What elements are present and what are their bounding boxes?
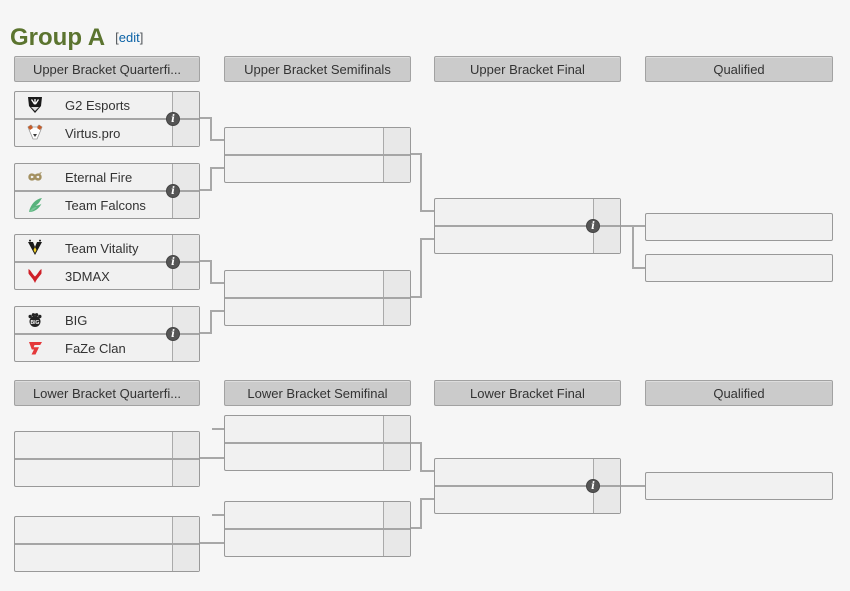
match-info-icon[interactable]: i bbox=[166, 327, 180, 341]
match-lb-semifinal-1 bbox=[224, 415, 411, 471]
header-lower-quarterfinals: Lower Bracket Quarterfi... bbox=[14, 380, 200, 406]
edit-bracket-open: [ bbox=[115, 29, 119, 45]
match-ub-quarterfinal-4: BIG BIG FaZe Clan i bbox=[14, 306, 200, 362]
header-lower-semifinal: Lower Bracket Semifinal bbox=[224, 380, 411, 406]
score-cell bbox=[383, 530, 410, 556]
score-cell bbox=[383, 502, 410, 528]
faze-clan-logo[interactable] bbox=[15, 338, 55, 358]
header-lower-final: Lower Bracket Final bbox=[434, 380, 621, 406]
team-row-empty bbox=[225, 528, 410, 556]
team-falcons-logo[interactable] bbox=[15, 195, 55, 215]
match-ub-semifinal-2 bbox=[224, 270, 411, 326]
team-name[interactable]: FaZe Clan bbox=[65, 340, 126, 356]
header-upper-qualified: Qualified bbox=[645, 56, 833, 82]
qualified-slot-2 bbox=[645, 254, 833, 282]
team-row: Virtus.pro bbox=[15, 118, 199, 146]
match-info-icon[interactable]: i bbox=[166, 184, 180, 198]
team-row-empty bbox=[15, 432, 199, 458]
team-row-empty bbox=[225, 416, 410, 442]
team-vitality-logo[interactable] bbox=[15, 238, 55, 258]
match-ub-quarterfinal-1: G2 Esports Virtus.pro i bbox=[14, 91, 200, 147]
team-name[interactable]: Eternal Fire bbox=[65, 169, 133, 185]
match-info-icon[interactable]: i bbox=[166, 255, 180, 269]
score-cell bbox=[383, 299, 410, 325]
team-row: Team Vitality bbox=[15, 235, 199, 261]
3dmax-logo[interactable] bbox=[15, 266, 55, 286]
page-title: Group A [edit] bbox=[10, 24, 143, 52]
match-ub-final: i bbox=[434, 198, 621, 254]
header-upper-semifinals: Upper Bracket Semifinals bbox=[224, 56, 411, 82]
match-lb-quarterfinal-1 bbox=[14, 431, 200, 487]
team-row: G2 Esports bbox=[15, 92, 199, 118]
team-row-empty bbox=[225, 154, 410, 182]
virtus-pro-logo[interactable] bbox=[15, 123, 55, 143]
team-row: Team Falcons bbox=[15, 190, 199, 218]
team-name[interactable]: BIG bbox=[65, 312, 88, 328]
group-title-text: Group A bbox=[10, 23, 106, 51]
team-row-empty bbox=[15, 543, 199, 571]
score-cell bbox=[383, 444, 410, 470]
team-name[interactable]: Team Falcons bbox=[65, 197, 146, 213]
team-row-empty bbox=[15, 517, 199, 543]
match-info-icon[interactable]: i bbox=[166, 112, 180, 126]
score-cell bbox=[172, 460, 199, 486]
score-cell bbox=[383, 416, 410, 442]
score-cell bbox=[383, 128, 410, 154]
score-cell bbox=[383, 156, 410, 182]
team-row-empty bbox=[225, 128, 410, 154]
match-lb-semifinal-2 bbox=[224, 501, 411, 557]
match-info-icon[interactable]: i bbox=[586, 219, 600, 233]
qualified-slot-3 bbox=[645, 472, 833, 500]
score-cell bbox=[383, 271, 410, 297]
team-row-empty bbox=[225, 442, 410, 470]
match-info-icon[interactable]: i bbox=[586, 479, 600, 493]
g2-esports-logo[interactable] bbox=[15, 95, 55, 115]
team-row-empty bbox=[15, 458, 199, 486]
match-ub-quarterfinal-2: Eternal Fire Team Falcons i bbox=[14, 163, 200, 219]
svg-text:BIG: BIG bbox=[31, 320, 40, 326]
match-lb-final: i bbox=[434, 458, 621, 514]
score-cell bbox=[172, 432, 199, 458]
edit-link[interactable]: edit bbox=[118, 29, 140, 45]
match-lb-quarterfinal-2 bbox=[14, 516, 200, 572]
team-row: 3DMAX bbox=[15, 261, 199, 289]
score-cell bbox=[172, 545, 199, 571]
header-upper-final: Upper Bracket Final bbox=[434, 56, 621, 82]
header-upper-quarterfinals: Upper Bracket Quarterfi... bbox=[14, 56, 200, 82]
match-ub-semifinal-1 bbox=[224, 127, 411, 183]
team-name[interactable]: G2 Esports bbox=[65, 97, 131, 113]
score-cell bbox=[172, 517, 199, 543]
team-name[interactable]: 3DMAX bbox=[65, 268, 110, 284]
match-ub-quarterfinal-3: Team Vitality 3DMAX i bbox=[14, 234, 200, 290]
big-logo[interactable]: BIG bbox=[15, 310, 55, 330]
qualified-slot-1 bbox=[645, 213, 833, 241]
header-lower-qualified: Qualified bbox=[645, 380, 833, 406]
team-name[interactable]: Virtus.pro bbox=[65, 125, 121, 141]
team-row: FaZe Clan bbox=[15, 333, 199, 361]
team-row-empty bbox=[225, 271, 410, 297]
eternal-fire-logo[interactable] bbox=[15, 167, 55, 187]
team-row-empty bbox=[225, 297, 410, 325]
team-row-empty bbox=[225, 502, 410, 528]
team-name[interactable]: Team Vitality bbox=[65, 240, 139, 256]
edit-link-wrap[interactable]: [edit] bbox=[115, 30, 143, 45]
edit-bracket-close: ] bbox=[139, 29, 144, 45]
